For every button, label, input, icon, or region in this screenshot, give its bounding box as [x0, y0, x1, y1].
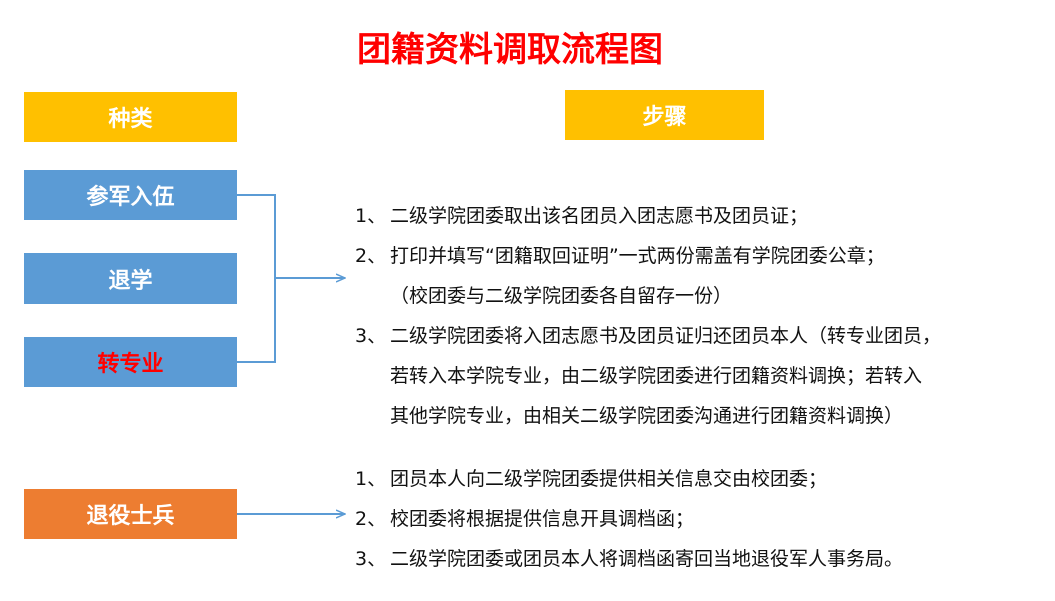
step-number: 2、 [355, 245, 387, 267]
category-veteran: 退役士兵 [24, 489, 237, 539]
step-number: 3、 [355, 325, 387, 347]
category-dropout: 退学 [24, 253, 237, 304]
header-category: 种类 [24, 92, 237, 142]
step-text: 团员本人向二级学院团委提供相关信息交由校团委； [390, 468, 828, 490]
step-text: 其他学院专业，由相关二级学院团委沟通进行团籍资料调换） [390, 405, 904, 427]
step-number: 1、 [355, 205, 387, 227]
step-text: 二级学院团委取出该名团员入团志愿书及团员证； [390, 205, 809, 227]
step-number: 2、 [355, 508, 387, 530]
category-transfer-major: 转专业 [24, 337, 237, 387]
step-text: 校团委将根据提供信息开具调档函； [390, 508, 695, 530]
step-text: 打印并填写“团籍取回证明”一式两份需盖有学院团委公章； [390, 245, 885, 267]
step-number: 3、 [355, 548, 387, 570]
header-steps: 步骤 [565, 90, 764, 140]
category-enlistment: 参军入伍 [24, 170, 237, 220]
bracket-connector [237, 194, 276, 363]
step-text: 二级学院团委或团员本人将调档函寄回当地退役军人事务局。 [390, 548, 904, 570]
step-text: 若转入本学院专业，由二级学院团委进行团籍资料调换；若转入 [390, 365, 923, 387]
page-title: 团籍资料调取流程图 [357, 30, 663, 70]
step-number: 1、 [355, 468, 387, 490]
step-text: （校团委与二级学院团委各自留存一份） [390, 285, 733, 307]
step-text: 二级学院团委将入团志愿书及团员证归还团员本人（转专业团员， [390, 325, 942, 347]
